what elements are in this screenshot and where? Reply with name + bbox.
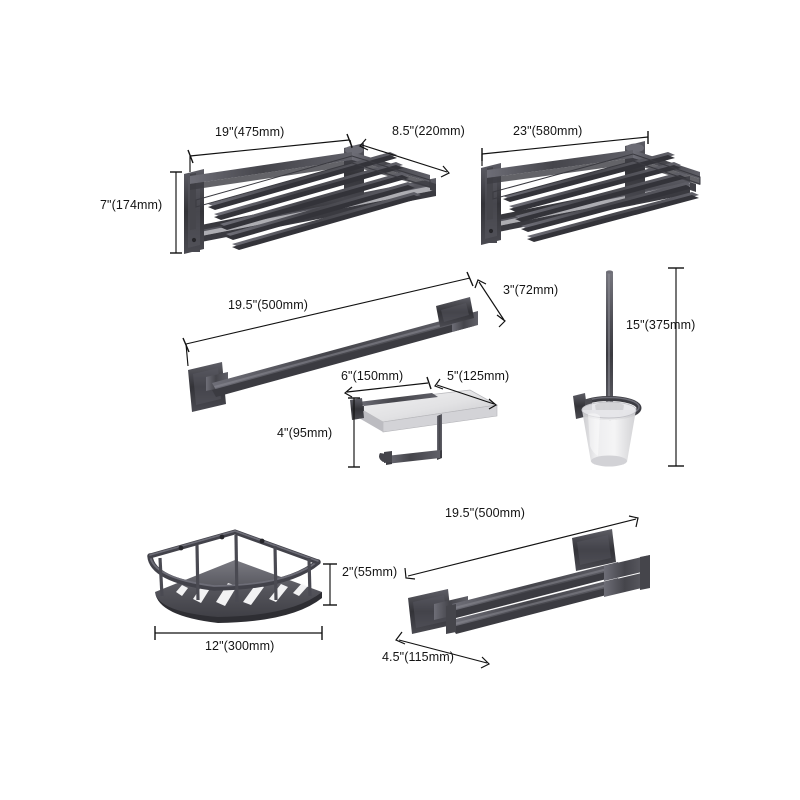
dimension-label-cb-width: 12"(300mm)	[205, 639, 275, 653]
dimension-label-tr1-height: 7"(174mm)	[100, 198, 163, 212]
dimline-tr1-height	[170, 171, 182, 254]
shelf-bars	[208, 152, 421, 250]
dimension-label-ph-height: 4"(95mm)	[277, 426, 333, 440]
dimension-label-dtb-width: 19.5"(500mm)	[445, 506, 525, 520]
dimline-tr1-depth	[359, 138, 450, 178]
dimension-label-ph-width: 6"(150mm)	[341, 369, 404, 383]
dimension-label-ph-depth: 5"(125mm)	[447, 369, 510, 383]
dimension-label-tr1-depth: 8.5"(220mm)	[392, 124, 465, 138]
dimline-cb-height	[323, 563, 337, 606]
dimension-label-stb-width: 19.5"(500mm)	[228, 298, 308, 312]
dimline-cb-width	[154, 626, 323, 640]
product-single-towel-bar	[188, 297, 478, 412]
shelf-bars-2	[503, 152, 699, 242]
dimline-ph-depth	[434, 378, 498, 410]
wall-plate-dtb-right	[572, 529, 616, 571]
product-towel-rack-large	[481, 141, 701, 245]
dimension-label-tb-height: 15"(375mm)	[626, 318, 696, 332]
dimline-stb-width	[182, 271, 474, 353]
dimline-dtb-width	[404, 515, 639, 580]
product-towel-rack-small	[184, 143, 436, 254]
wall-plate-stb-right	[436, 297, 474, 327]
dimline-tb-height	[668, 267, 684, 467]
product-corner-basket	[147, 529, 322, 623]
product-double-towel-bar	[408, 529, 650, 634]
dimline-stb-depth	[474, 279, 506, 328]
product-paper-holder	[350, 389, 499, 465]
dimension-label-tr1-width: 19"(475mm)	[215, 125, 285, 139]
dimension-label-tr2-width: 23"(580mm)	[513, 124, 583, 138]
dimension-label-cb-height: 2"(55mm)	[342, 565, 398, 579]
dimension-label-stb-depth: 3"(72mm)	[503, 283, 559, 297]
product-toilet-brush	[573, 270, 642, 467]
dimline-ph-height	[348, 397, 360, 468]
dimension-label-dtb-depth: 4.5"(115mm)	[382, 650, 454, 664]
dimline-dtb-depth	[395, 631, 491, 669]
dimline-ph-width	[343, 376, 432, 398]
